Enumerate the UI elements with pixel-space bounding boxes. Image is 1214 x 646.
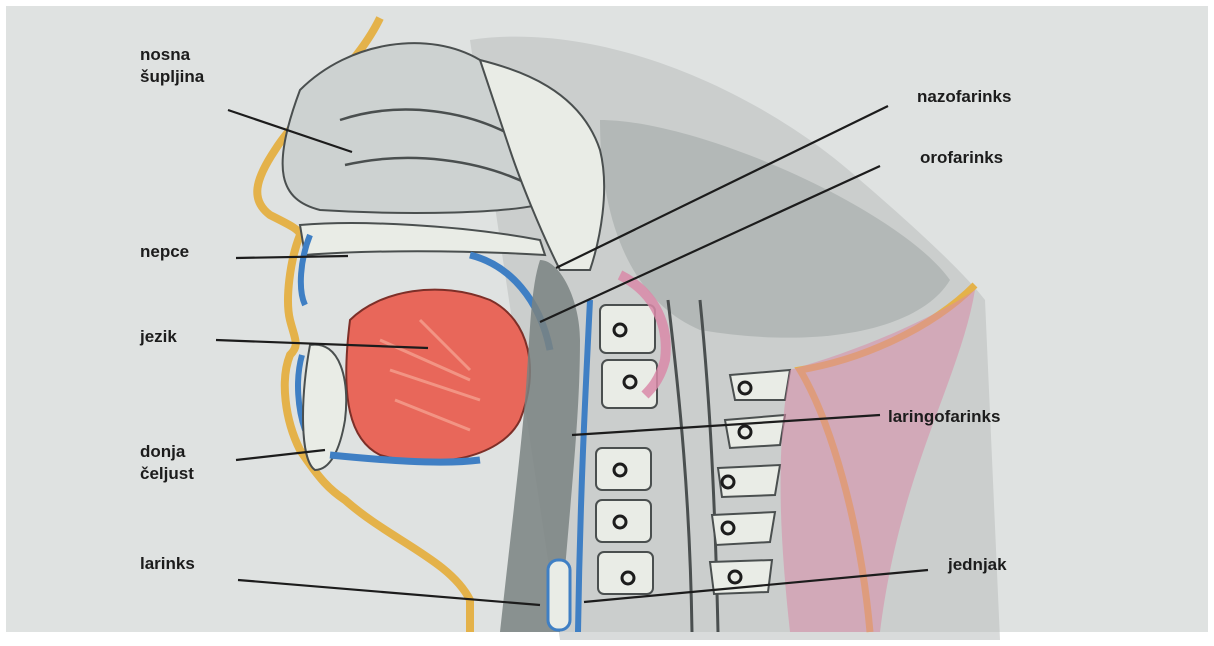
vertebra (596, 500, 651, 542)
label-tongue: jezik (140, 326, 177, 348)
label-esophagus: jednjak (948, 554, 1007, 576)
label-mandible-line2: čeljust (140, 463, 194, 485)
vertebra (600, 305, 655, 353)
vertebra (596, 448, 651, 490)
tongue-muscle (346, 290, 530, 462)
larynx-structure (548, 560, 570, 630)
label-palate: nepce (140, 241, 189, 263)
label-larynx: larinks (140, 553, 195, 575)
label-mandible-line1: donja (140, 441, 194, 463)
label-mandible: donja čeljust (140, 441, 194, 485)
label-nasal-cavity: nosna šupljina (140, 44, 204, 88)
label-nasal-cavity-line2: šupljina (140, 66, 204, 88)
label-nasopharynx: nazofarinks (917, 86, 1011, 108)
label-laryngopharynx: laringofarinks (888, 406, 1000, 428)
label-nasal-cavity-line1: nosna (140, 44, 204, 66)
label-oropharynx: orofarinks (920, 147, 1003, 169)
spinous-process (718, 465, 780, 497)
spinous-process (725, 415, 785, 448)
